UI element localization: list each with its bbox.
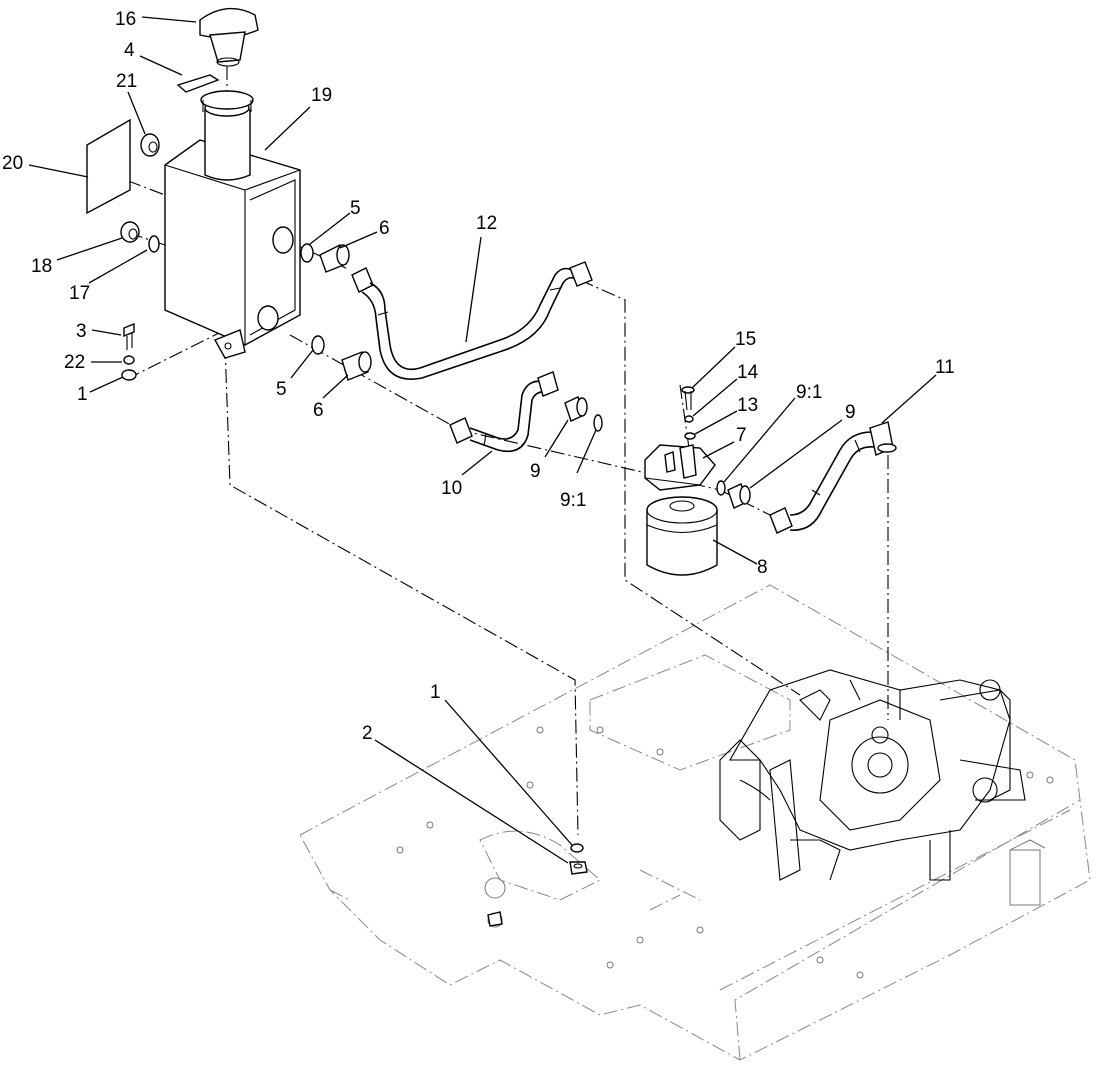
hydraulic-tank bbox=[164, 90, 301, 359]
callout-4: 4 bbox=[124, 40, 135, 61]
callout-9-middle: 9 bbox=[530, 461, 541, 482]
washer-22 bbox=[123, 355, 135, 365]
callout-17: 17 bbox=[69, 283, 90, 304]
bolt-3 bbox=[123, 322, 135, 350]
callout-22: 22 bbox=[64, 352, 85, 373]
bolt-15 bbox=[681, 386, 695, 411]
plug-18 bbox=[120, 221, 140, 243]
o-ring-5-lower bbox=[311, 335, 325, 355]
callout-9-1-middle: 9:1 bbox=[560, 490, 586, 511]
washer-14 bbox=[684, 415, 694, 423]
callout-12: 12 bbox=[476, 213, 497, 234]
filter-8 bbox=[646, 496, 718, 576]
callout-14: 14 bbox=[737, 362, 759, 383]
callout-6-lower: 6 bbox=[313, 400, 324, 421]
o-ring-9-1-right bbox=[716, 480, 726, 496]
o-ring-9-1-middle bbox=[593, 414, 603, 432]
callout-5-lower: 5 bbox=[276, 379, 287, 400]
callout-16: 16 bbox=[115, 9, 136, 30]
callout-5-upper: 5 bbox=[350, 198, 361, 219]
callout-21: 21 bbox=[116, 71, 137, 92]
callout-11: 11 bbox=[935, 357, 955, 378]
callout-1-tank: 1 bbox=[77, 384, 88, 405]
fitting-9-middle bbox=[564, 396, 588, 422]
callout-7: 7 bbox=[736, 425, 747, 446]
callout-15: 15 bbox=[735, 329, 756, 350]
fitting-9-right bbox=[727, 483, 751, 509]
fitting-6-lower bbox=[341, 351, 372, 381]
hydraulic-pump-assembly bbox=[719, 669, 1026, 881]
fitting-6-upper bbox=[319, 244, 350, 273]
callout-18: 18 bbox=[31, 256, 52, 277]
leader-lines bbox=[28, 16, 937, 864]
callout-2: 2 bbox=[362, 723, 373, 744]
hose-12 bbox=[351, 261, 593, 380]
washer-1 bbox=[121, 369, 137, 381]
decal-plate-20 bbox=[86, 118, 131, 215]
callout-1-chassis: 1 bbox=[430, 682, 441, 703]
callout-19: 19 bbox=[311, 85, 332, 106]
callout-8: 8 bbox=[757, 557, 768, 578]
filter-head-7 bbox=[644, 444, 716, 491]
o-ring-5-upper bbox=[300, 243, 314, 263]
callout-9-right: 9 bbox=[845, 402, 856, 423]
callout-10: 10 bbox=[441, 478, 462, 499]
washer-1-chassis bbox=[570, 843, 584, 853]
callout-labels: 16 4 21 19 20 5 6 12 18 17 3 22 1 5 6 15… bbox=[2, 9, 955, 744]
callout-13: 13 bbox=[737, 395, 758, 416]
plug-21 bbox=[140, 133, 160, 157]
hose-11 bbox=[769, 421, 897, 534]
callout-3: 3 bbox=[76, 321, 87, 342]
chassis-frame bbox=[299, 584, 1091, 1061]
decal-4 bbox=[176, 74, 220, 93]
hose-10 bbox=[449, 371, 559, 453]
callout-20: 20 bbox=[2, 153, 23, 174]
chassis-bolt bbox=[487, 911, 503, 927]
washer-13 bbox=[684, 432, 696, 440]
nut-2 bbox=[569, 861, 588, 875]
tank-cap bbox=[199, 7, 259, 67]
callout-9-1-right: 9:1 bbox=[796, 382, 822, 403]
callout-6-upper: 6 bbox=[379, 218, 390, 239]
washer-17 bbox=[148, 235, 160, 253]
